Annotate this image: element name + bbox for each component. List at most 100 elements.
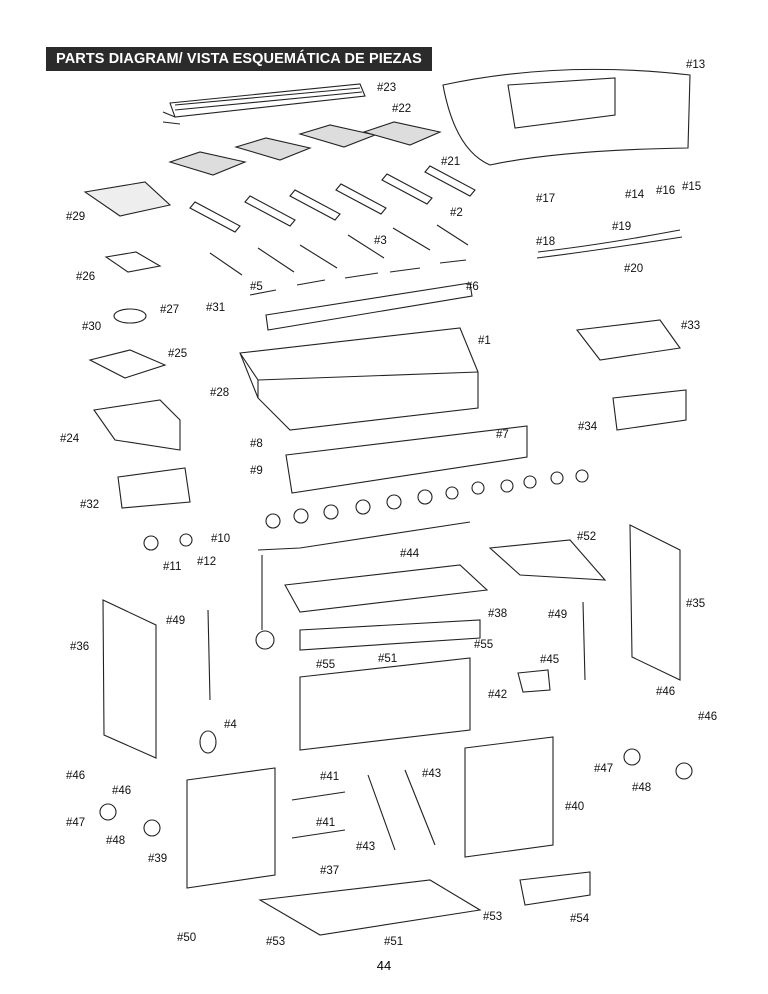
grill-lid bbox=[442, 68, 691, 166]
page-number: 44 bbox=[376, 958, 392, 973]
cooking-grates bbox=[168, 121, 442, 176]
label-51a: #51 bbox=[378, 653, 397, 665]
label-30: #30 bbox=[82, 321, 101, 333]
label-43b: #43 bbox=[356, 841, 375, 853]
label-54: #54 bbox=[570, 913, 590, 925]
label-42: #42 bbox=[488, 689, 507, 701]
warming-rack bbox=[162, 83, 366, 125]
left-side-shelf bbox=[93, 399, 181, 451]
label-53b: #53 bbox=[266, 936, 285, 948]
label-55b: #55 bbox=[316, 659, 335, 671]
label-35: #35 bbox=[686, 598, 705, 610]
front-rail bbox=[299, 619, 481, 651]
casters bbox=[99, 748, 693, 837]
regulator bbox=[255, 630, 275, 650]
label-46a: #46 bbox=[656, 686, 675, 698]
label-5: #5 bbox=[250, 281, 263, 293]
control-panel bbox=[285, 425, 528, 494]
label-28: #28 bbox=[210, 387, 229, 399]
left-door bbox=[186, 767, 276, 889]
label-32: #32 bbox=[80, 499, 99, 511]
label-22: #22 bbox=[392, 103, 411, 115]
side-burner-bowl bbox=[88, 349, 167, 379]
label-12: #12 bbox=[197, 556, 216, 568]
label-49a: #49 bbox=[166, 615, 185, 627]
left-cart-panel bbox=[102, 599, 157, 759]
label-48a: #48 bbox=[632, 782, 651, 794]
label-33: #33 bbox=[681, 320, 700, 332]
label-31: #31 bbox=[206, 302, 225, 314]
label-52: #52 bbox=[577, 531, 596, 543]
label-43a: #43 bbox=[422, 768, 441, 780]
label-47a: #47 bbox=[594, 763, 613, 775]
page-title: PARTS DIAGRAM/ VISTA ESQUEMÁTICA DE PIEZ… bbox=[46, 47, 432, 71]
label-27: #27 bbox=[160, 304, 179, 316]
right-door bbox=[464, 736, 554, 858]
label-2: #2 bbox=[450, 207, 463, 219]
part-labels: #1 #2 #3 #4 #5 #6 #7 #8 #9 #10 #11 #12 #… bbox=[60, 59, 717, 948]
side-burner-storage bbox=[519, 871, 591, 906]
label-37: #37 bbox=[320, 865, 339, 877]
label-48b: #48 bbox=[106, 835, 125, 847]
label-17: #17 bbox=[536, 193, 555, 205]
right-side-shelf bbox=[575, 319, 681, 361]
label-7: #7 bbox=[496, 429, 509, 441]
crossover-channel bbox=[265, 282, 473, 331]
label-13: #13 bbox=[686, 59, 705, 71]
control-knobs bbox=[143, 469, 589, 551]
cart-bottom-panel bbox=[258, 879, 482, 936]
label-1: #1 bbox=[478, 335, 491, 347]
label-14: #14 bbox=[625, 189, 645, 201]
label-21: #21 bbox=[441, 156, 460, 168]
label-39: #39 bbox=[148, 853, 167, 865]
label-53a: #53 bbox=[483, 911, 502, 923]
label-3: #3 bbox=[374, 235, 387, 247]
label-34: #34 bbox=[578, 421, 598, 433]
label-41a: #41 bbox=[320, 771, 339, 783]
label-24: #24 bbox=[60, 433, 80, 445]
label-15: #15 bbox=[682, 181, 701, 193]
side-burner bbox=[113, 308, 147, 324]
label-29: #29 bbox=[66, 211, 85, 223]
burner-tubes bbox=[209, 224, 469, 276]
label-45: #45 bbox=[540, 654, 559, 666]
label-46b: #46 bbox=[698, 711, 717, 723]
side-burner-grate bbox=[104, 251, 162, 273]
label-8: #8 bbox=[250, 438, 263, 450]
right-cart-panel bbox=[629, 524, 681, 681]
support-rod-left bbox=[367, 774, 396, 851]
cart-rod-left bbox=[207, 609, 211, 701]
grease-catch-cup bbox=[517, 669, 551, 693]
label-41b: #41 bbox=[316, 817, 335, 829]
label-50: #50 bbox=[177, 932, 196, 944]
firebox bbox=[239, 327, 479, 431]
label-26: #26 bbox=[76, 271, 95, 283]
label-16: #16 bbox=[656, 185, 675, 197]
door-handle-upper bbox=[291, 791, 346, 801]
gas-manifold bbox=[257, 521, 471, 551]
label-38: #38 bbox=[488, 608, 507, 620]
label-6: #6 bbox=[466, 281, 479, 293]
label-47b: #47 bbox=[66, 817, 85, 829]
grease-tray bbox=[284, 564, 489, 613]
cart-rod-right bbox=[582, 601, 586, 681]
label-44: #44 bbox=[400, 548, 420, 560]
label-36: #36 bbox=[70, 641, 89, 653]
label-46c: #46 bbox=[66, 770, 85, 782]
label-25: #25 bbox=[168, 348, 187, 360]
label-20: #20 bbox=[624, 263, 643, 275]
label-40: #40 bbox=[565, 801, 584, 813]
side-burner-cover bbox=[83, 181, 172, 217]
right-side-panel bbox=[612, 389, 687, 431]
heat-shields bbox=[249, 259, 467, 296]
cart-back-panel bbox=[299, 657, 471, 751]
label-10: #10 bbox=[211, 533, 230, 545]
label-4: #4 bbox=[224, 719, 237, 731]
gasket-ring bbox=[199, 730, 217, 754]
label-9: #9 bbox=[250, 465, 263, 477]
label-51b: #51 bbox=[384, 936, 403, 948]
label-11: #11 bbox=[163, 561, 181, 573]
label-46d: #46 bbox=[112, 785, 131, 797]
